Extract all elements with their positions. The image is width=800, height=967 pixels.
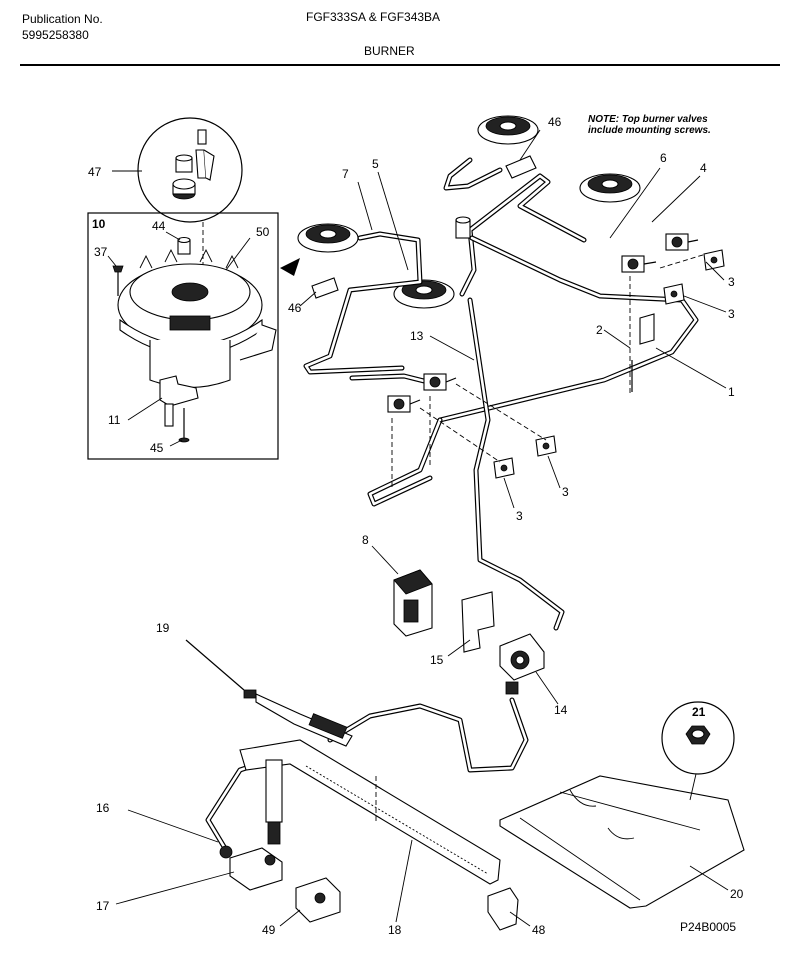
burner-head-detail	[117, 248, 277, 389]
callout-49: 49	[262, 923, 276, 937]
callout-3-a: 3	[728, 275, 735, 289]
bracket-11	[159, 375, 199, 427]
valve-note-line1: NOTE: Top burner valves	[588, 114, 708, 125]
nut-21	[685, 725, 711, 745]
callout-50: 50	[256, 225, 270, 239]
valve-note: NOTE: Top burner valves include mounting…	[588, 114, 711, 136]
inset-pointer	[280, 258, 300, 276]
callout-46-rear: 46	[548, 115, 562, 129]
gas-line-13	[467, 297, 565, 631]
orifice-spud-detail	[172, 129, 215, 200]
leader-21	[689, 773, 697, 801]
baffle-20	[499, 775, 745, 909]
valve-plate-b	[663, 283, 685, 305]
top-burner-rear	[477, 115, 539, 145]
callout-19: 19	[156, 621, 170, 635]
valve-plate-d	[493, 457, 515, 479]
bracket-15	[461, 591, 495, 653]
oven-valve-14	[499, 633, 545, 695]
callout-21: 21	[692, 705, 706, 719]
burner-valve-right-a	[621, 255, 657, 273]
clip-46-rear	[505, 155, 537, 179]
callout-5: 5	[372, 157, 379, 171]
callout-16: 16	[96, 801, 110, 815]
leader-37	[107, 255, 117, 267]
callout-15: 15	[430, 653, 444, 667]
oven-burner-18	[239, 739, 501, 885]
callout-20: 20	[730, 887, 744, 901]
callout-8: 8	[362, 533, 369, 547]
oven-supply-tube	[205, 697, 529, 853]
burner-valve-center	[423, 373, 457, 391]
bracket-right	[639, 313, 655, 345]
valve-plate-c	[535, 435, 557, 457]
top-burner-left	[297, 223, 359, 253]
callout-47: 47	[88, 165, 102, 179]
callout-4: 4	[700, 161, 707, 175]
callout-leaders	[115, 129, 729, 927]
screw-44	[177, 236, 191, 255]
publication-label: Publication No.	[22, 12, 103, 26]
burner-supply-tubes	[303, 157, 587, 385]
callout-10: 10	[92, 217, 106, 231]
callout-37: 37	[94, 245, 108, 259]
callout-18: 18	[388, 923, 402, 937]
callout-14: 14	[554, 703, 568, 717]
igniter-19	[185, 639, 353, 747]
burner-valve-left	[387, 395, 421, 413]
burner-valve-right-b	[665, 233, 699, 251]
model-number: FGF333SA & FGF343BA	[306, 10, 441, 24]
callout-17: 17	[96, 899, 110, 913]
callout-6: 6	[660, 151, 667, 165]
manifold-pipe	[367, 216, 699, 507]
alignment-lines	[391, 253, 707, 490]
top-burner-right	[579, 173, 641, 203]
section-title: BURNER	[364, 44, 415, 58]
screw-45	[178, 408, 190, 443]
callout-3-c: 3	[562, 485, 569, 499]
bracket-49	[295, 877, 341, 923]
callout-1: 1	[728, 385, 735, 399]
top-burner-center	[393, 279, 455, 309]
valve-note-line2: include mounting screws.	[588, 125, 711, 136]
valve-plate-a	[703, 249, 725, 271]
header-rule	[20, 64, 780, 66]
publication-number: 5995258380	[22, 28, 89, 42]
drawing-code: P24B0005	[680, 920, 737, 934]
callout-3-b: 3	[728, 307, 735, 321]
orifice-holder-17	[219, 845, 283, 891]
leader-11	[127, 397, 163, 421]
detail-circle-47	[137, 117, 243, 223]
clip-46-left	[311, 277, 339, 299]
screw-37	[112, 265, 124, 296]
callout-45: 45	[150, 441, 164, 455]
callout-2: 2	[596, 323, 603, 337]
detail-circle-21	[661, 701, 735, 775]
detail-inset-box	[87, 212, 279, 460]
callout-3-d: 3	[516, 509, 523, 523]
callout-44: 44	[152, 219, 166, 233]
callout-48: 48	[532, 923, 546, 937]
clip-48	[487, 887, 519, 931]
leader-44	[165, 231, 181, 241]
callout-13: 13	[410, 329, 424, 343]
callout-11: 11	[108, 413, 121, 427]
leader-45	[169, 439, 183, 447]
switch-8	[393, 569, 433, 637]
leader-50	[225, 237, 251, 271]
callout-46-left: 46	[288, 301, 302, 315]
callout-7: 7	[342, 167, 349, 181]
